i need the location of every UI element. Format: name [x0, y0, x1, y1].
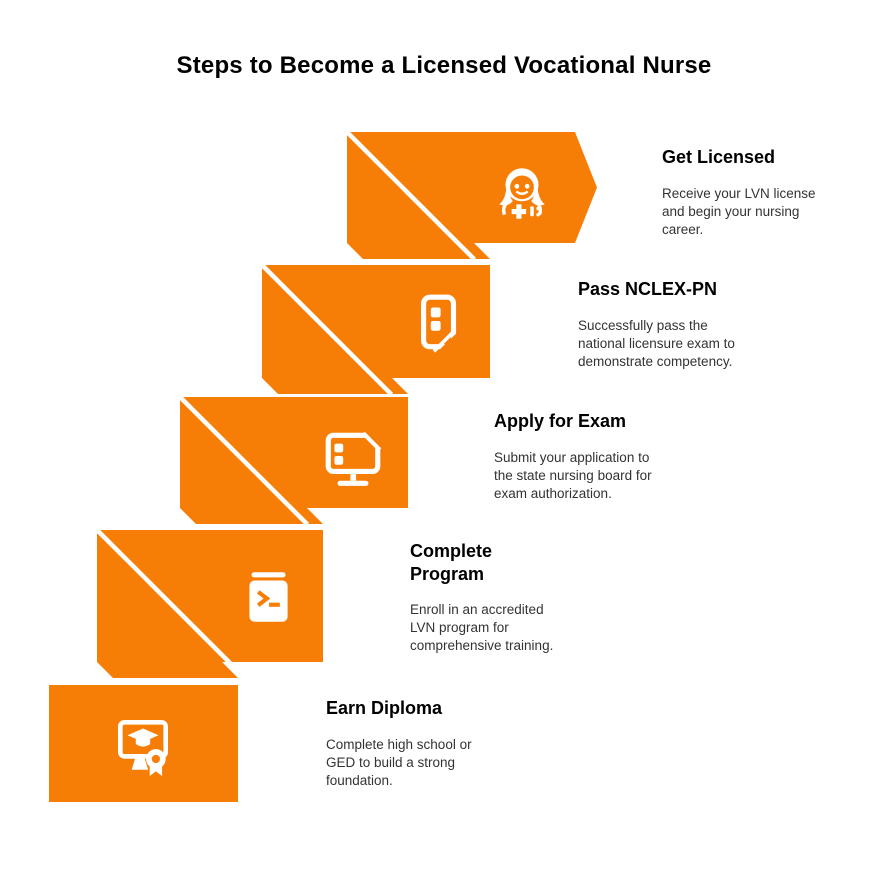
step-description: Submit your application to the state nur… — [494, 449, 652, 501]
step-text-apply-exam: Apply for Exam Submit your application t… — [494, 410, 652, 503]
step-title: Complete Program — [410, 541, 493, 584]
computer-application-icon — [325, 429, 383, 486]
nurse-icon — [499, 168, 545, 219]
step-description: Receive your LVN license and begin your … — [662, 185, 816, 237]
step-description: Complete high school or GED to build a s… — [326, 736, 472, 788]
diploma-icon — [117, 720, 169, 776]
step-text-get-licensed: Get Licensed Receive your LVN license an… — [662, 146, 816, 239]
step-description: Successfully pass the national licensure… — [578, 317, 735, 369]
step-text-earn-diploma: Earn Diploma Complete high school or GED… — [326, 697, 472, 790]
step-shape-get-licensed — [345, 130, 597, 262]
step-text-complete-program: Complete Program Enroll in an accredited… — [410, 540, 553, 655]
page-title: Steps to Become a Licensed Vocational Nu… — [176, 52, 712, 79]
step-shape-apply-exam — [178, 395, 408, 527]
step-title: Earn Diploma — [326, 698, 443, 718]
program-book-icon — [249, 572, 288, 622]
step-title: Get Licensed — [662, 147, 776, 167]
step-title: Pass NCLEX-PN — [578, 279, 718, 299]
exam-device-icon — [421, 294, 459, 354]
step-description: Enroll in an accredited LVN program for … — [410, 602, 554, 653]
step-text-pass-nclex: Pass NCLEX-PN Successfully pass the nati… — [578, 278, 735, 371]
step-title: Apply for Exam — [494, 411, 627, 431]
